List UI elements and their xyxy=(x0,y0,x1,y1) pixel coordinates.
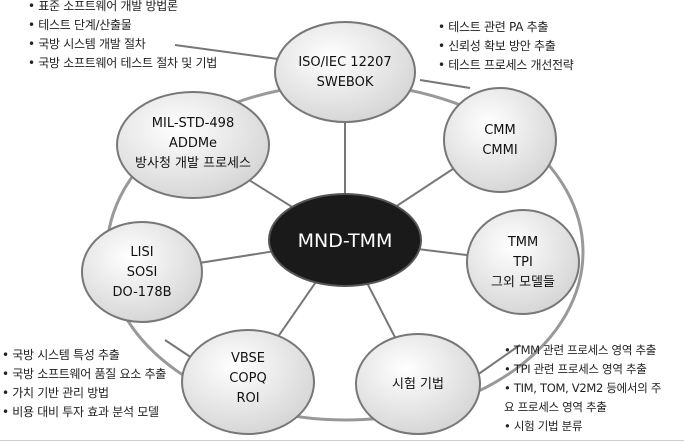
note-item: • TIM, TOM, V2M2 등에서의 주 xyxy=(504,381,662,395)
note-item: • 신뢰성 확보 방안 추출 xyxy=(438,39,556,53)
center-node: MND-TMM xyxy=(268,193,422,287)
node-label: MIL-STD-498 xyxy=(152,116,234,131)
node-mil: MIL-STD-498 ADDMe 방사청 개발 프로세스 xyxy=(116,91,270,199)
node-label: COPQ xyxy=(229,371,266,386)
node-label: ADDMe xyxy=(169,136,217,151)
node-label: 시험 기법 xyxy=(392,377,444,392)
node-test: 시험 기법 xyxy=(355,333,481,435)
note-item: • 테스트 프로세스 개선전략 xyxy=(438,58,574,72)
note-item: • 테스트 관련 PA 추출 xyxy=(438,20,549,34)
node-label: LISI xyxy=(130,245,153,260)
node-label: DO-178B xyxy=(112,285,171,300)
node-label: SWEBOK xyxy=(317,75,374,90)
node-vbse: VBSE COPQ ROI xyxy=(181,329,315,435)
note-item: • TPI 관련 프로세스 영역 추출 xyxy=(504,362,647,376)
bottom-border xyxy=(0,440,684,441)
node-label: ISO/IEC 12207 xyxy=(298,55,391,70)
node-cmm: CMM CMMI xyxy=(443,87,557,193)
note-item: • 국방 시스템 개발 절차 xyxy=(28,37,146,51)
node-label: 그외 모델들 xyxy=(491,275,555,290)
note-item: • TMM 관련 프로세스 영역 추출 xyxy=(504,343,657,357)
note-item: • 국방 소프트웨어 테스트 절차 및 기법 xyxy=(28,56,217,70)
note-item: 요 프로세스 영역 추출 xyxy=(504,400,607,414)
note-item: • 테스트 단계/산출물 xyxy=(28,18,132,32)
note-bottom-right: • TMM 관련 프로세스 영역 추출 • TPI 관련 프로세스 영역 추출 … xyxy=(504,341,661,436)
note-item: • 시험 기법 분류 xyxy=(504,419,583,433)
node-tmm: TMM TPI 그외 모델들 xyxy=(466,209,580,315)
note-item: • 국방 소프트웨어 품질 요소 추출 xyxy=(2,367,166,381)
node-iso: ISO/IEC 12207 SWEBOK xyxy=(274,21,416,123)
node-label: VBSE xyxy=(231,351,265,366)
node-label: TPI xyxy=(512,255,533,270)
node-label: 방사청 개발 프로세스 xyxy=(135,156,251,171)
node-label: CMM xyxy=(484,123,516,138)
node-label: ROI xyxy=(236,391,259,406)
node-label: CMMI xyxy=(482,143,517,158)
center-label: MND-TMM xyxy=(298,230,393,252)
note-bottom-left: • 국방 시스템 특성 추출 • 국방 소프트웨어 품질 요소 추출 • 가치 … xyxy=(2,346,166,422)
node-label: SOSI xyxy=(127,265,158,280)
node-lisi: LISI SOSI DO-178B xyxy=(81,221,203,323)
note-item: • 국방 시스템 특성 추출 xyxy=(2,348,120,362)
node-label: TMM xyxy=(507,235,538,250)
note-top-right: • 테스트 관련 PA 추출 • 신뢰성 확보 방안 추출 • 테스트 프로세스… xyxy=(438,18,574,75)
note-item: • 비용 대비 투자 효과 분석 모델 xyxy=(2,405,159,419)
note-item: • 표준 소프트웨어 개발 방법론 xyxy=(28,0,178,13)
note-top-left: • 표준 소프트웨어 개발 방법론 • 테스트 단계/산출물 • 국방 시스템 … xyxy=(28,0,217,73)
note-item: • 가치 기반 관리 방법 xyxy=(2,386,109,400)
